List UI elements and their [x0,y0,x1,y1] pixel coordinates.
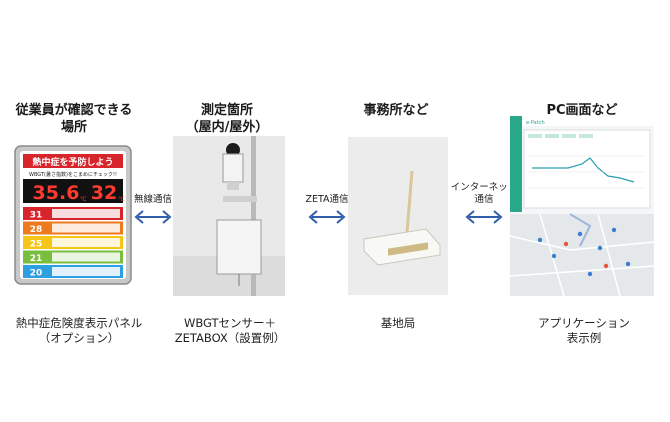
label-internet: インターネット 通信 [450,182,518,205]
level-note-1 [52,223,120,233]
wbgt-sensor-photo [173,136,285,296]
title-office: 事務所など [363,103,429,118]
danger-display-panel: 熱中症を予防しよう WBGT(暑さ指数)をこまめにチェック!! 35.6 32 … [14,145,132,285]
caption-base-station: 基地局 [380,316,416,330]
app-brand: e-Patch [526,120,545,126]
title-measurement-location: 測定箇所 （屋内/屋外） [185,103,269,135]
level-value-1: 28 [30,225,43,235]
panel-value-2: 32 [91,182,117,204]
caption-sensor: WBGTセンサー＋ ZETABOX（設置例） [174,316,286,345]
level-value-3: 21 [30,254,43,264]
panel-unit-2: ℃ [118,196,125,203]
caption-application: アプリケーション 表示例 [538,316,630,345]
level-value-0: 31 [30,211,43,221]
base-station-photo [348,137,448,295]
title-pc-screen: PC画面など [546,103,618,118]
level-value-2: 25 [30,240,43,250]
app-screenshot: e-Patch [510,116,654,296]
arrow-wireless [134,210,172,224]
level-note-3 [52,252,120,262]
label-zeta: ZETA通信 [305,194,349,205]
label-wireless: 無線通信 [133,194,172,205]
title-display-location: 従業員が確認できる 場所 [15,103,133,135]
level-note-4 [52,267,120,276]
map-marker-icons [537,227,631,277]
panel-value-1: 35.6 [33,182,80,204]
level-note-0 [52,209,120,218]
level-note-2 [52,238,120,247]
panel-subheader: WBGT(暑さ指数)をこまめにチェック!! [29,171,117,178]
panel-unit-1: ℃ [80,196,87,203]
arrow-internet [465,210,503,224]
panel-header: 熱中症を予防しよう [32,156,113,168]
arrow-zeta [308,210,346,224]
level-value-4: 20 [30,269,43,279]
caption-display-panel: 熱中症危険度表示パネル （オプション） [15,316,143,345]
